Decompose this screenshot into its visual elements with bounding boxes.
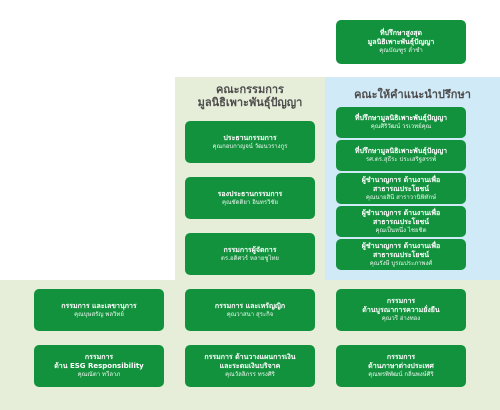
top-advisor-subtitle: มูลนิธิเพาะพันธุ์ปัญญา (367, 38, 435, 47)
board-member-name: คุณพรพิพัฒน์ กลิ่นพงษ์ศิริ (368, 371, 434, 379)
committee-member-role: ประธานกรรมการ (223, 133, 277, 142)
advisory-member-box: ที่ปรึกษามูลนิธิเพาะพันธุ์ปัญญา รศ.ดร.สุ… (336, 140, 466, 171)
board-member-name: คุณวัลลิภรร ทรงศิริ (225, 371, 275, 379)
board-member-box: กรรมการ และเลขานุการ คุณบุษสรัญ พลวิทย์ (34, 289, 164, 331)
advisory-member-box: ผู้ชำนาญการ ด้านงานเพื่อสาธารณประโยชน์ ค… (336, 239, 466, 270)
committee-heading-line2: มูลนิธิเพาะพันธุ์ปัญญา (197, 96, 303, 110)
committee-heading: คณะกรรมการ มูลนิธิเพาะพันธุ์ปัญญา (175, 83, 325, 109)
advisory-member-box: ผู้ชำนาญการ ด้านงานเพื่อสาธารณประโยชน์ ค… (336, 206, 466, 237)
advisory-member-role: ผู้ชำนาญการ ด้านงานเพื่อสาธารณประโยชน์ (361, 175, 441, 193)
committee-member-box: ประธานกรรมการ คุณกอบกาญจน์ วัฒนวรางกูร (185, 121, 315, 163)
committee-member-name: คุณกอบกาญจน์ วัฒนวรางกูร (212, 142, 288, 150)
advisory-member-name: คุณนายสินี สาราวานิพิทักษ์ (365, 193, 437, 201)
board-member-name: คุณบุษสรัญ พลวิทย์ (74, 310, 124, 318)
board-member-name: คุณณัตา ทวีลาภ (77, 371, 121, 379)
committee-member-name: ดร.อดิศวร์ หลายชูไทย (221, 254, 279, 262)
board-member-box: กรรมการ ด้าน ESG Responsibility คุณณัตา … (34, 345, 164, 387)
advisory-member-name: รศ.ดร.สุธีระ ประเสริฐสรรพ์ (365, 156, 437, 164)
advisory-member-name: คุณศิริวัฒน์ วรเวทย์คุณ (370, 123, 432, 131)
board-member-role-detail: ด้าน ESG Responsibility (54, 362, 144, 371)
committee-heading-line1: คณะกรรมการ (216, 83, 284, 96)
board-member-role: กรรมการ (386, 353, 416, 361)
board-member-role: กรรมการ (84, 353, 114, 361)
board-member-box: กรรมการ ด้านวางแผนการเงิน และระดมเงินบริ… (185, 345, 315, 387)
top-advisor-title: ที่ปรึกษาสูงสุด (379, 29, 423, 37)
left-blank-panel (0, 77, 175, 280)
top-advisor-name: คุณบัณฑูร ล่ำซำ (379, 47, 423, 55)
board-member-role-detail: และระดมเงินบริจาค (219, 362, 281, 371)
board-member-role: กรรมการ และเหรัญญิก (214, 301, 286, 310)
committee-member-box: รองประธานกรรมการ คุณชัดติยา อินทรวิชัย (185, 177, 315, 219)
board-member-role: กรรมการ และเลขานุการ (61, 301, 137, 310)
board-member-name: คุณวาสนา สุระกิจ (226, 310, 274, 318)
committee-member-box: กรรมการผู้จัดการ ดร.อดิศวร์ หลายชูไทย (185, 233, 315, 275)
advisory-member-name: คุณรังษี บูรณประภาพงศ์ (369, 259, 433, 267)
advisory-member-role: ผู้ชำนาญการ ด้านงานเพื่อสาธารณประโยชน์ (361, 241, 441, 259)
advisory-member-role: ที่ปรึกษามูลนิธิเพาะพันธุ์ปัญญา (354, 147, 448, 156)
committee-member-name: คุณชัดติยา อินทรวิชัย (221, 198, 279, 206)
board-member-role-detail: ด้านภาษาต่างประเทศ (368, 362, 434, 371)
committee-member-role: กรรมการผู้จัดการ (223, 245, 277, 254)
board-member-box: กรรมการ ด้านบูรณาการความยั่งยืน คุณวรี อ… (336, 289, 466, 331)
advisory-member-role: ที่ปรึกษามูลนิธิเพาะพันธุ์ปัญญา (354, 114, 448, 123)
board-member-box: กรรมการ ด้านภาษาต่างประเทศ คุณพรพิพัฒน์ … (336, 345, 466, 387)
committee-member-role: รองประธานกรรมการ (217, 189, 283, 198)
advisory-heading: คณะให้คำแนะนำปรึกษา (354, 88, 471, 101)
board-member-box: กรรมการ และเหรัญญิก คุณวาสนา สุระกิจ (185, 289, 315, 331)
advisory-member-name: คุณเป็นหนึ่ง ไชยชิต (375, 226, 427, 234)
advisory-member-box: ผู้ชำนาญการ ด้านงานเพื่อสาธารณประโยชน์ ค… (336, 173, 466, 204)
board-member-role: กรรมการ (386, 297, 416, 305)
top-advisor-box: ที่ปรึกษาสูงสุด มูลนิธิเพาะพันธุ์ปัญญา ค… (336, 20, 466, 64)
advisory-member-role: ผู้ชำนาญการ ด้านงานเพื่อสาธารณประโยชน์ (361, 208, 441, 226)
board-member-role: กรรมการ ด้านวางแผนการเงิน (204, 353, 296, 361)
advisory-member-box: ที่ปรึกษามูลนิธิเพาะพันธุ์ปัญญา คุณศิริว… (336, 107, 466, 138)
board-member-name: คุณวรี อ่างทอง (381, 315, 421, 323)
board-member-role-detail: ด้านบูรณาการความยั่งยืน (362, 306, 440, 315)
